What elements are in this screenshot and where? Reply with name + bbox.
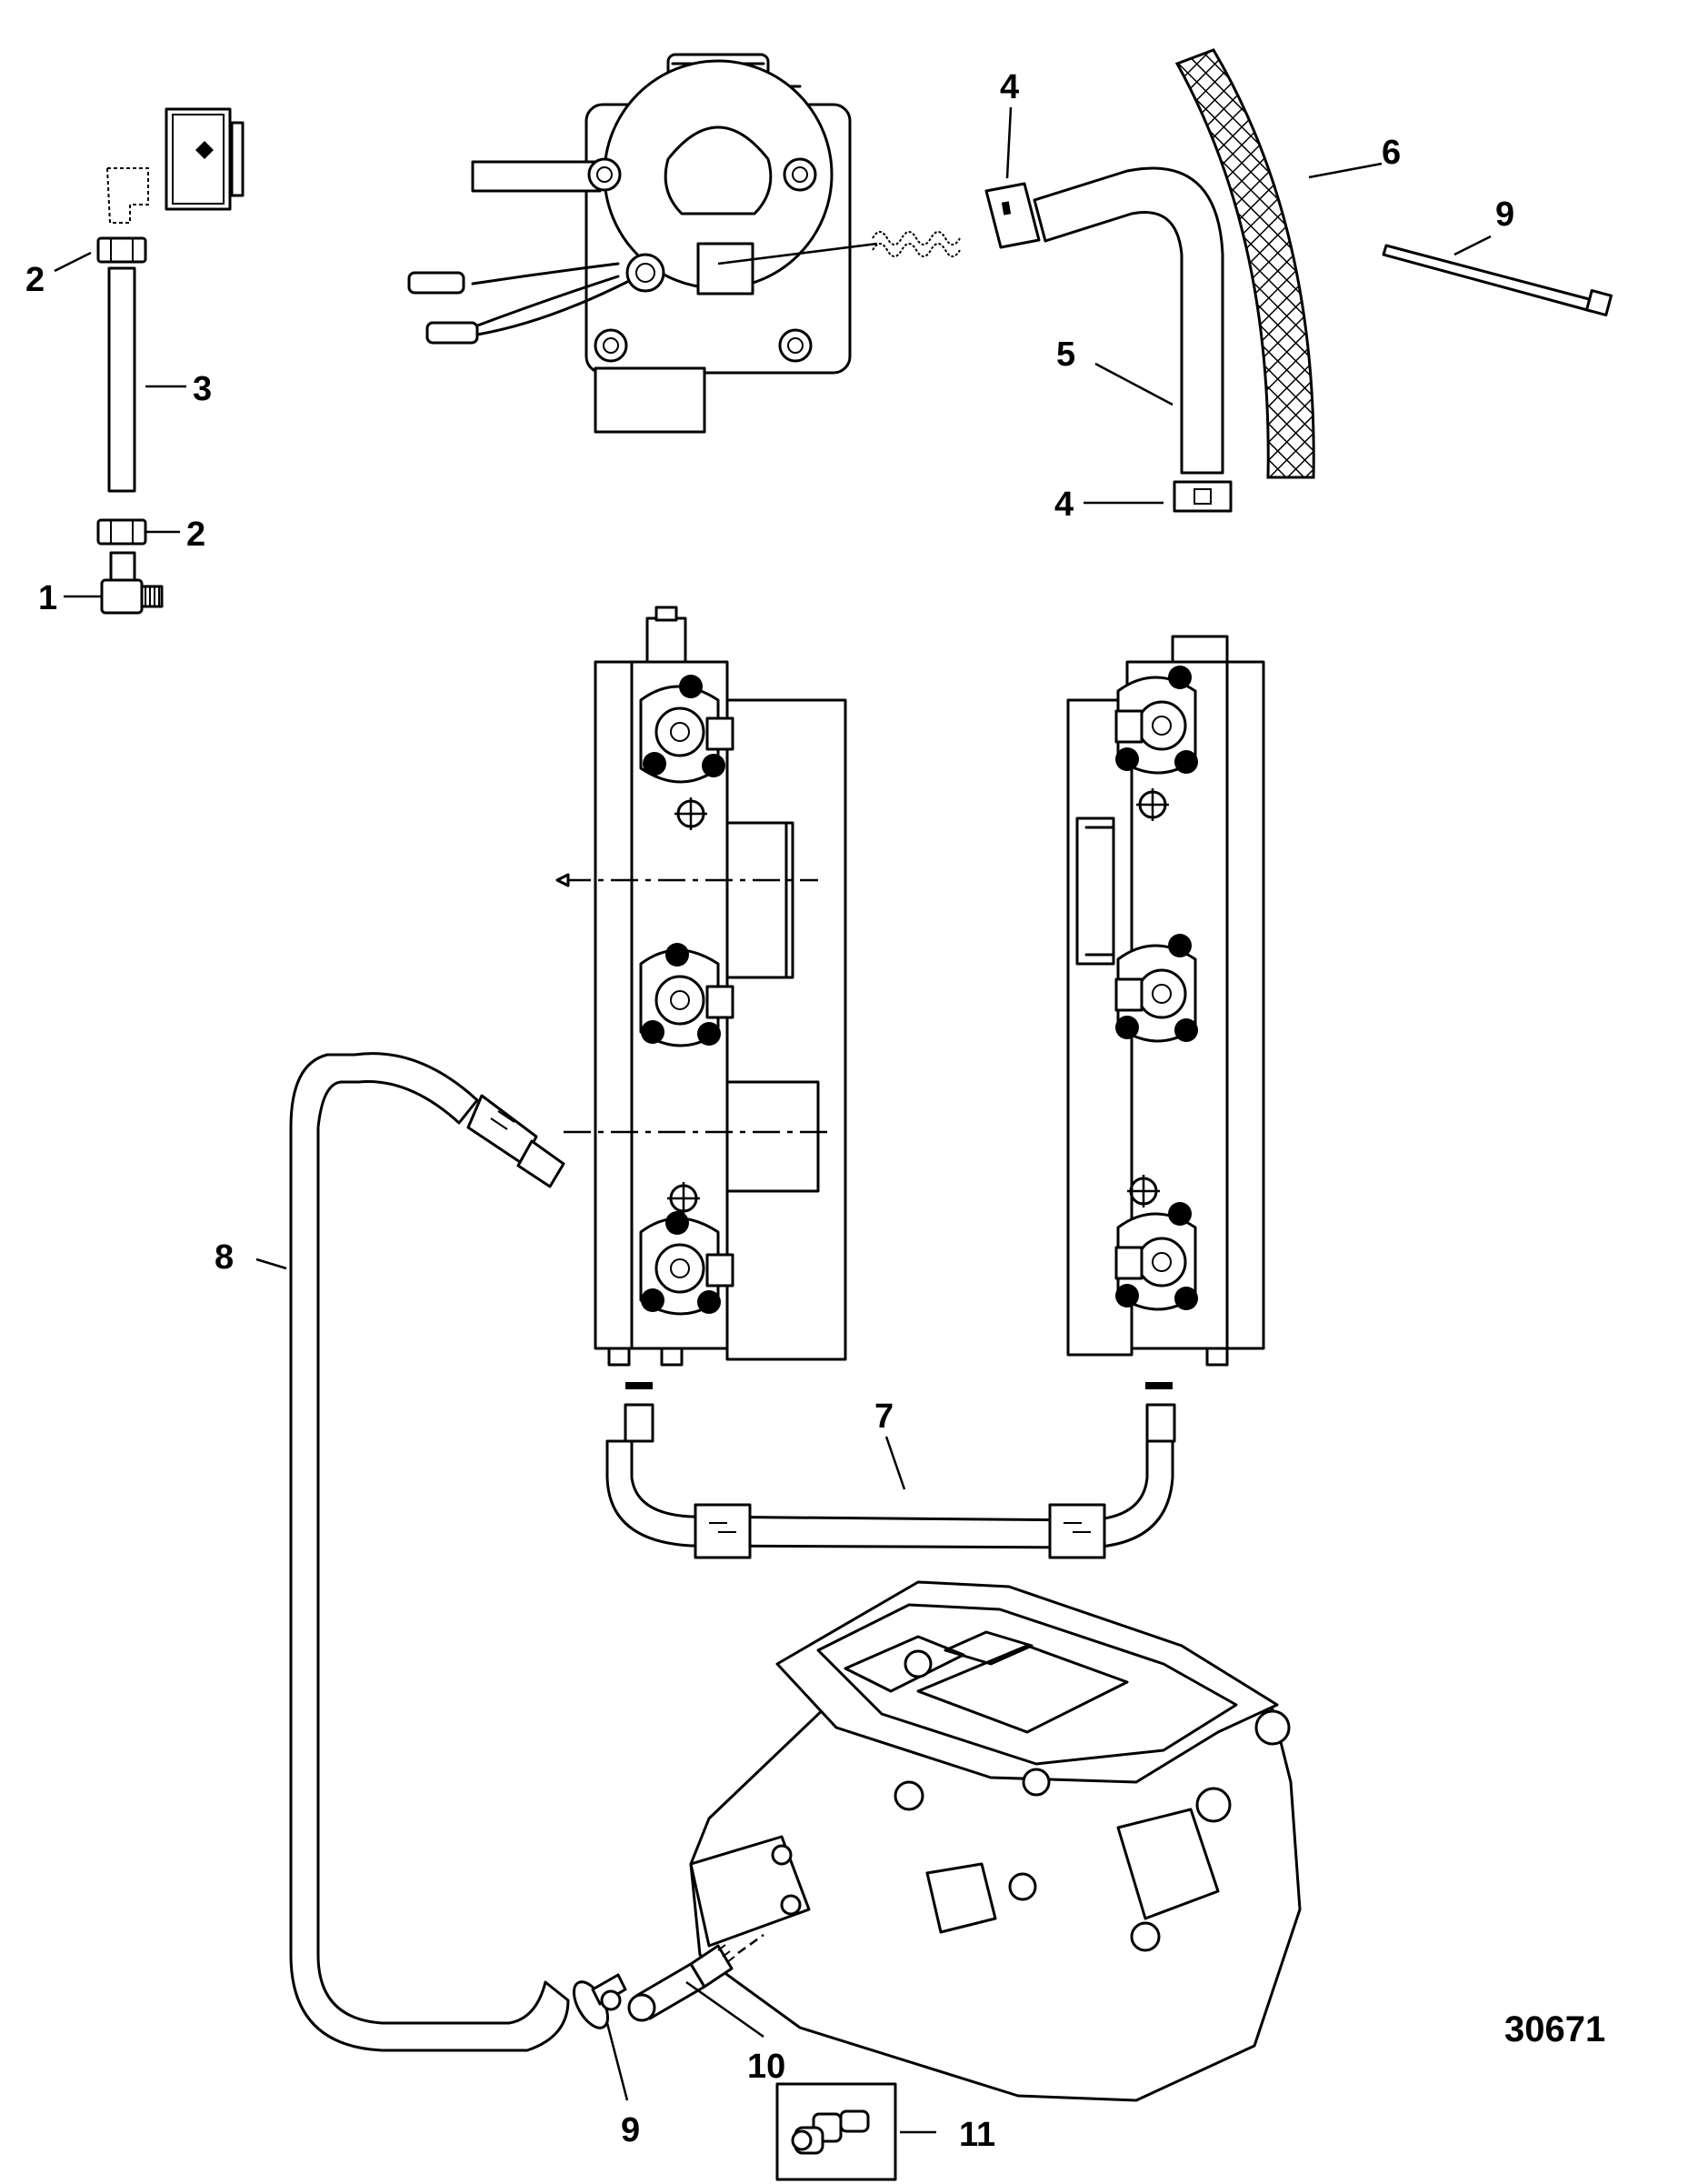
hose-clamp-upper <box>984 182 1041 249</box>
barb-fitting-10 <box>627 1933 764 2022</box>
tee-fitting <box>100 551 164 615</box>
callout-10: 10 <box>747 2048 785 2086</box>
injector-right-1 <box>1114 666 1198 775</box>
crossover-hose-7 <box>605 1382 1176 1559</box>
sender-block <box>105 107 245 224</box>
hose-clamp-lower <box>1173 480 1233 513</box>
injector-right-3 <box>1114 1202 1198 1311</box>
figure-number: 30671 <box>1504 2009 1605 2049</box>
leader-lines <box>54 106 1492 2134</box>
callout-7: 7 <box>874 1398 894 1436</box>
pump-outlet-spring <box>872 231 961 257</box>
callout-9-upper: 9 <box>1495 195 1514 234</box>
pump-bolts <box>587 157 817 363</box>
hose-clamp-9 <box>572 1973 627 2029</box>
injector-left-3 <box>639 1211 734 1316</box>
callout-2-upper: 2 <box>25 261 45 299</box>
callout-3: 3 <box>193 370 212 408</box>
callout-4-upper: 4 <box>1000 68 1019 106</box>
callout-11: 11 <box>959 2116 995 2154</box>
fuel-rail-left <box>555 606 847 1367</box>
callout-8: 8 <box>215 1238 234 1277</box>
target-marks-left <box>667 797 707 1215</box>
callout-2-lower: 2 <box>186 516 205 554</box>
callout-5: 5 <box>1056 336 1075 374</box>
fuel-rail-right <box>1066 635 1265 1367</box>
fuel-pump <box>407 53 961 434</box>
elbow-fitting-11 <box>775 2082 897 2181</box>
hose-connector-upper <box>96 236 147 264</box>
target-marks-right <box>1127 788 1169 1207</box>
mesh-sleeve-6 <box>1174 48 1315 479</box>
callouts: 2 3 2 1 4 6 9 5 4 7 8 10 9 11 30671 <box>25 68 1605 2154</box>
return-hose-8 <box>289 1052 570 2052</box>
adapter-plate <box>689 1580 1302 2102</box>
callout-9-lower: 9 <box>621 2111 640 2149</box>
callout-4-lower: 4 <box>1054 486 1074 524</box>
hose-3 <box>107 266 136 493</box>
callout-1: 1 <box>38 579 57 617</box>
cable-tie-upper <box>1382 244 1613 316</box>
elbow-hose-5 <box>1033 166 1224 475</box>
callout-6: 6 <box>1382 134 1401 172</box>
injector-right-2 <box>1114 934 1198 1043</box>
injector-left-2 <box>639 943 734 1047</box>
tee-fitting-assembly <box>96 107 245 615</box>
hose-connector-lower <box>96 518 147 546</box>
injector-left-1 <box>639 675 734 784</box>
